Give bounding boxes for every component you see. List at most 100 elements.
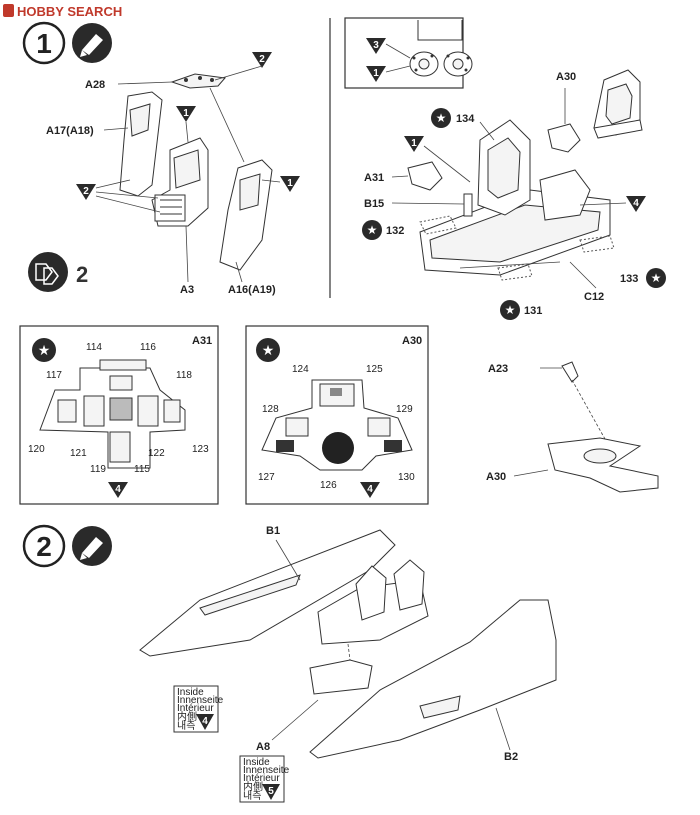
a31-num-122: 122: [148, 448, 165, 459]
label-a30-bracket: A30: [486, 471, 506, 483]
a31-num-121: 121: [70, 448, 87, 459]
label-a30: A30: [556, 71, 576, 83]
svg-text:★: ★: [436, 111, 447, 125]
a31-num-115: 115: [134, 464, 150, 475]
fuselage-b2: B2: [309, 599, 557, 763]
callout-tri-1c: 1: [366, 65, 411, 82]
decal-step-number: 2: [76, 262, 88, 287]
panel-a31-title: A31: [192, 335, 212, 347]
a31-num-116: 116: [140, 342, 156, 353]
step2-header: 2: [22, 524, 112, 568]
svg-text:Intérieur: Intérieur: [243, 773, 280, 784]
svg-text:2: 2: [83, 186, 89, 197]
a31-num-119: 119: [90, 464, 106, 475]
svg-text:Intérieur: Intérieur: [177, 703, 214, 714]
label-a17: A17(A18): [46, 125, 94, 137]
svg-text:134: 134: [456, 113, 475, 125]
part-a28: A28: [85, 73, 226, 91]
glue-icon: [72, 23, 112, 63]
part-a30-small: A30: [547, 71, 581, 153]
svg-text:1: 1: [183, 108, 189, 119]
svg-text:★: ★: [38, 343, 51, 359]
part-a23: A23: [488, 361, 611, 449]
decal-134: ★ 134: [431, 108, 495, 141]
part-a3: A3: [151, 137, 209, 296]
part-c12: C12: [569, 261, 604, 303]
ejection-seat-rear: [593, 69, 643, 139]
callout-tri-2b: 2: [76, 179, 161, 213]
step-number-badge: [22, 21, 66, 65]
step2-number: 2: [36, 531, 52, 562]
step-number: 1: [36, 28, 52, 59]
svg-text:★: ★: [505, 303, 516, 317]
svg-text:Inside: Inside: [177, 687, 204, 698]
svg-text:2: 2: [259, 54, 265, 65]
decal-arrow-icon: [28, 252, 68, 292]
a30-num-125: 125: [366, 364, 383, 375]
callout-tri-1b: 1: [261, 176, 300, 192]
part-b15: B15: [364, 193, 473, 217]
a31-num-114: 114: [86, 342, 102, 353]
a31-num-120: 120: [28, 444, 45, 455]
detail-box: [344, 17, 473, 89]
a30-num-124: 124: [292, 364, 309, 375]
a31-num-117: 117: [46, 370, 62, 381]
svg-text:133: 133: [620, 273, 638, 285]
a30-num-129: 129: [396, 404, 413, 415]
svg-text:Innenseite: Innenseite: [243, 765, 290, 776]
a31-num-123: 123: [192, 444, 209, 455]
panel-a30-title: A30: [402, 335, 422, 347]
svg-text:★: ★: [367, 223, 378, 237]
logo-text: HOBBY SEARCH: [17, 4, 122, 19]
label-a23: A23: [488, 363, 508, 375]
decal-step: 2: [28, 252, 88, 292]
decal-131: ★ 131: [497, 263, 542, 320]
part-a31-small: A31: [364, 161, 443, 191]
cockpit-tub-assembly: [419, 119, 611, 276]
svg-text:132: 132: [386, 225, 404, 237]
callout-tri-2a: 2: [214, 52, 272, 81]
decal-133: 133 ★: [579, 235, 666, 288]
svg-text:4: 4: [115, 484, 121, 495]
callout-tri-1a: 1: [176, 106, 196, 143]
svg-text:5: 5: [268, 786, 274, 797]
cockpit-assembly-step2: [309, 559, 429, 695]
label-a28: A28: [85, 79, 105, 91]
a30-num-127: 127: [258, 472, 275, 483]
callout-tri-1d: 1: [404, 136, 471, 183]
a30-num-128: 128: [262, 404, 279, 415]
svg-text:4: 4: [633, 198, 639, 209]
svg-text:Inside: Inside: [243, 757, 270, 768]
part-a17: A17(A18): [46, 91, 163, 197]
a31-num-118: 118: [176, 370, 192, 381]
svg-text:★: ★: [262, 343, 275, 359]
svg-text:内側: 内側: [243, 780, 263, 793]
step2-number-badge: [22, 524, 66, 568]
label-b15: B15: [364, 198, 384, 210]
svg-text:131: 131: [524, 305, 542, 317]
callout-tri-3: 3: [366, 38, 411, 59]
label-b1: B1: [266, 525, 280, 537]
hs-logo-icon: [3, 4, 14, 17]
svg-text:4: 4: [202, 716, 208, 727]
label-a8: A8: [256, 741, 270, 753]
label-c12: C12: [584, 291, 604, 303]
part-a30-bracket: A30: [486, 437, 659, 493]
panel-a30: ★ A30 124 125 128 129 127 126 130 4: [245, 325, 429, 505]
svg-text:Innenseite: Innenseite: [177, 695, 224, 706]
svg-text:1: 1: [287, 178, 293, 189]
a30-num-126: 126: [320, 480, 337, 491]
label-a16: A16(A19): [228, 284, 276, 296]
a30-tri: [360, 482, 380, 498]
a31-tri: [108, 482, 128, 498]
glue-icon-2: [72, 526, 112, 566]
label-a31: A31: [364, 172, 384, 184]
decal-132: ★ 132: [362, 215, 457, 240]
label-a3: A3: [180, 284, 194, 296]
svg-text:내측: 내측: [177, 720, 195, 732]
logo: HOBBY SEARCH: [3, 4, 122, 19]
svg-text:4: 4: [367, 484, 373, 495]
svg-text:1: 1: [373, 68, 379, 79]
svg-text:内側: 内側: [177, 710, 197, 723]
